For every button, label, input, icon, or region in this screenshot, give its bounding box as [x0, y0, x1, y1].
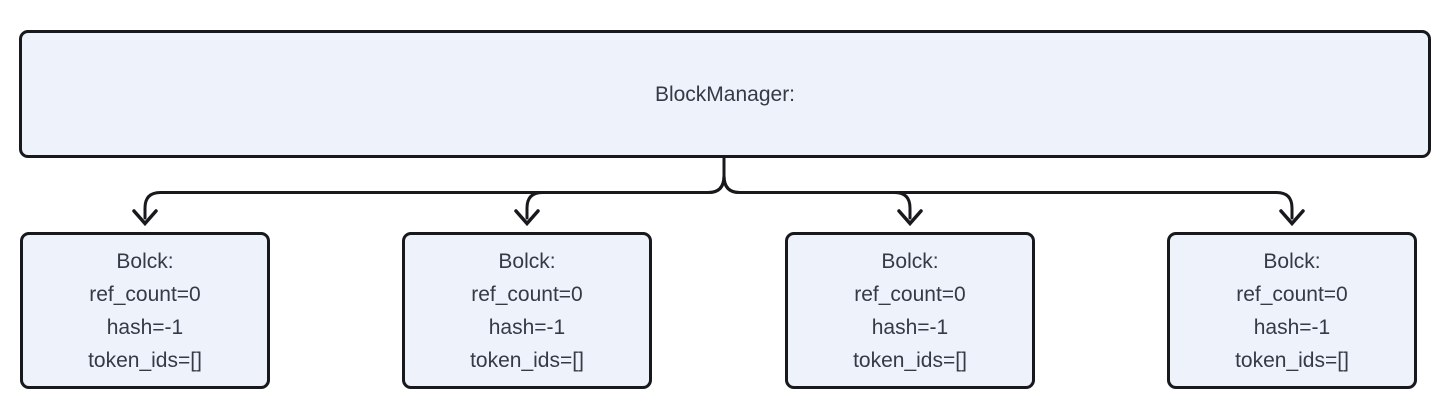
arrowhead-icon [514, 209, 540, 227]
block-field-ref-count: ref_count=0 [471, 282, 583, 306]
arrowhead-icon [132, 209, 158, 227]
block-field-token-ids: token_ids=[] [1235, 348, 1349, 372]
block-field-hash: hash=-1 [488, 315, 566, 339]
blockmanager-title: BlockManager: [654, 82, 796, 106]
block-field-ref-count: ref_count=0 [89, 282, 201, 306]
edge-root-to-block-4 [722, 157, 1305, 227]
block-title: Bolck: [1263, 249, 1321, 273]
block-title: Bolck: [116, 249, 174, 273]
node-blockmanager: BlockManager: [19, 30, 1431, 158]
node-block-4: Bolck: ref_count=0 hash=-1 token_ids=[] [1167, 232, 1417, 389]
block-field-ref-count: ref_count=0 [854, 282, 966, 306]
block-field-ref-count: ref_count=0 [1236, 282, 1348, 306]
block-field-token-ids: token_ids=[] [88, 348, 202, 372]
block-title: Bolck: [498, 249, 556, 273]
block-title: Bolck: [881, 249, 939, 273]
node-block-1: Bolck: ref_count=0 hash=-1 token_ids=[] [20, 232, 270, 389]
block-field-hash: hash=-1 [871, 315, 949, 339]
node-block-2: Bolck: ref_count=0 hash=-1 token_ids=[] [402, 232, 652, 389]
arrowhead-icon [897, 209, 923, 227]
edge-root-to-block-2 [514, 157, 726, 227]
block-field-token-ids: token_ids=[] [853, 348, 967, 372]
block-field-hash: hash=-1 [1253, 315, 1331, 339]
arrowhead-icon [1279, 209, 1305, 227]
block-field-hash: hash=-1 [106, 315, 184, 339]
block-field-token-ids: token_ids=[] [470, 348, 584, 372]
node-block-3: Bolck: ref_count=0 hash=-1 token_ids=[] [785, 232, 1035, 389]
